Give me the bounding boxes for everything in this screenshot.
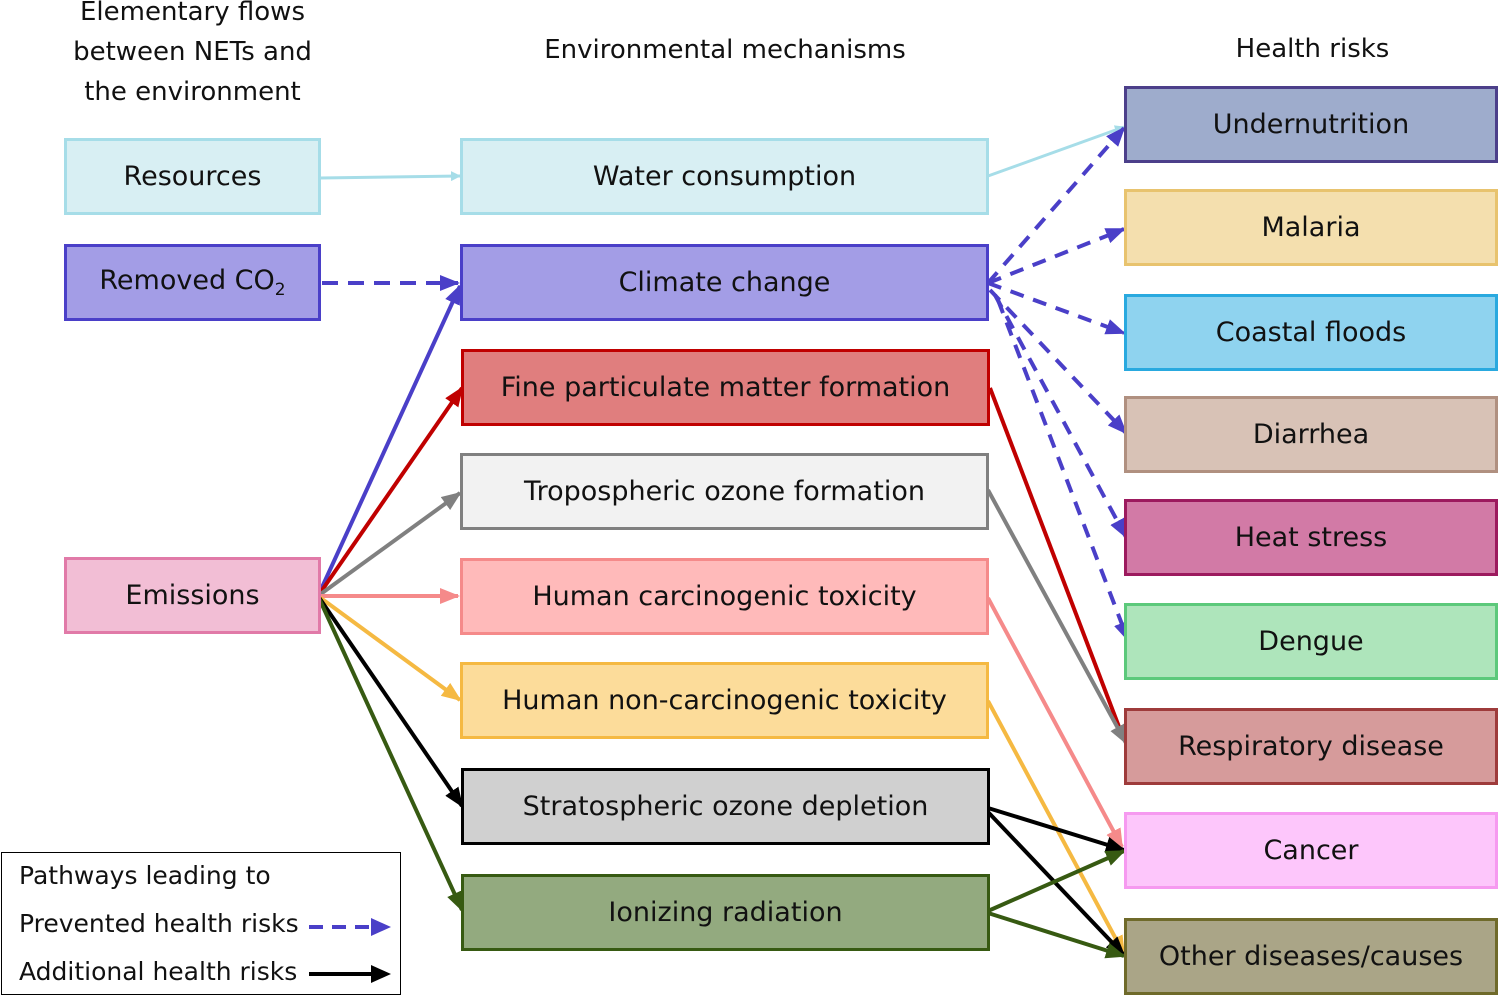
mech-stratospheric-ozone-label: Stratospheric ozone depletion: [522, 791, 929, 822]
flows-header-line-1: Elementary flows: [79, 0, 305, 27]
flow-emissions: Emissions: [64, 557, 321, 634]
arrow-strat-other: [986, 810, 1126, 957]
mech-carcinogenic: Human carcinogenic toxicity: [460, 558, 989, 635]
legend-title: Pathways leading to: [19, 861, 271, 890]
legend: Pathways leading to Prevented health ris…: [1, 852, 401, 995]
arrow-carc-cancer: [986, 597, 1124, 849]
flow-resources: Resources: [64, 138, 321, 215]
mech-tropospheric-ozone: Tropospheric ozone formation: [460, 453, 989, 530]
risk-coastal-floods: Coastal floods: [1124, 294, 1498, 371]
mech-water-consumption-label: Water consumption: [592, 161, 857, 192]
risk-heat-stress: Heat stress: [1124, 499, 1498, 576]
arrow-strat-cancer: [987, 806, 1126, 853]
risk-dengue: Dengue: [1124, 603, 1498, 680]
risk-respiratory-disease: Respiratory disease: [1124, 708, 1498, 785]
flow-removed-co2: Removed CO2: [64, 244, 321, 321]
arrow-emissions-pm: [316, 386, 464, 598]
risk-diarrhea-label: Diarrhea: [1252, 419, 1370, 450]
mech-climate-change: Climate change: [460, 244, 989, 321]
mech-stratospheric-ozone: Stratospheric ozone depletion: [461, 768, 990, 845]
arrow-trop-respiratory: [986, 489, 1128, 745]
arrow-water-undernutrition: [987, 125, 1125, 178]
arrow-emissions-trop: [316, 491, 462, 598]
arrow-climate-diarrhea: [988, 288, 1128, 435]
arrow-emissions-noncarc: [316, 594, 462, 702]
mechanisms-header: Environmental mechanisms: [544, 35, 906, 65]
risk-other-diseases: Other diseases/causes: [1124, 918, 1498, 995]
legend-dashed-arrow-icon: [309, 918, 391, 936]
arrow-emissions-ionizing: [316, 595, 464, 912]
mech-climate-change-label: Climate change: [618, 267, 831, 298]
flow-resources-label: Resources: [123, 161, 262, 192]
arrow-climate-malaria: [987, 227, 1126, 285]
arrow-resources-water: [319, 171, 461, 182]
risk-other-diseases-label: Other diseases/causes: [1158, 941, 1464, 972]
risk-heat-stress-label: Heat stress: [1234, 522, 1388, 553]
risk-respiratory-disease-label: Respiratory disease: [1178, 731, 1444, 762]
mech-tropospheric-ozone-label: Tropospheric ozone formation: [524, 476, 925, 507]
risk-malaria-label: Malaria: [1261, 212, 1361, 243]
flows-header: Elementary flows between NETs and the en…: [40, 0, 345, 112]
arrow-climate-dengue: [996, 299, 1130, 642]
mech-fine-particulate-label: Fine particulate matter formation: [500, 372, 951, 403]
risk-cancer: Cancer: [1124, 812, 1498, 889]
arrow-ionizing-cancer: [987, 849, 1126, 913]
risk-dengue-label: Dengue: [1258, 626, 1364, 657]
risk-undernutrition: Undernutrition: [1124, 86, 1498, 163]
arrow-climate-undernutrition: [986, 126, 1126, 285]
risk-diarrhea: Diarrhea: [1124, 396, 1498, 473]
legend-additional-label: Additional health risks: [19, 957, 298, 986]
risk-coastal-floods-label: Coastal floods: [1215, 317, 1407, 348]
arrow-climate-floods: [987, 281, 1126, 335]
health-header: Health risks: [1235, 34, 1390, 64]
arrow-emissions-climate: [316, 284, 462, 597]
mech-non-carcinogenic-label: Human non-carcinogenic toxicity: [502, 685, 947, 716]
mech-fine-particulate: Fine particulate matter formation: [461, 349, 990, 426]
mech-non-carcinogenic: Human non-carcinogenic toxicity: [460, 662, 989, 739]
arrow-pm-respiratory: [988, 387, 1126, 741]
flow-removed-co2-label: Removed CO2: [99, 265, 286, 300]
mech-ionizing-radiation-label: Ionizing radiation: [608, 897, 843, 928]
mech-ionizing-radiation: Ionizing radiation: [461, 874, 990, 951]
mech-carcinogenic-label: Human carcinogenic toxicity: [532, 581, 917, 612]
mech-water-consumption: Water consumption: [460, 138, 989, 215]
legend-solid-arrow-icon: [309, 965, 391, 983]
flows-header-line-2: between NETs and: [73, 37, 312, 67]
flow-emissions-label: Emissions: [125, 580, 260, 611]
arrow-climate-heat: [993, 294, 1128, 539]
risk-cancer-label: Cancer: [1263, 835, 1359, 866]
legend-prevented-label: Prevented health risks: [19, 909, 299, 938]
risk-undernutrition-label: Undernutrition: [1212, 109, 1410, 140]
flows-header-line-3: the environment: [84, 77, 301, 107]
arrow-emissions-strat: [316, 594, 464, 808]
risk-malaria: Malaria: [1124, 189, 1498, 266]
arrow-ionizing-other: [987, 911, 1126, 959]
